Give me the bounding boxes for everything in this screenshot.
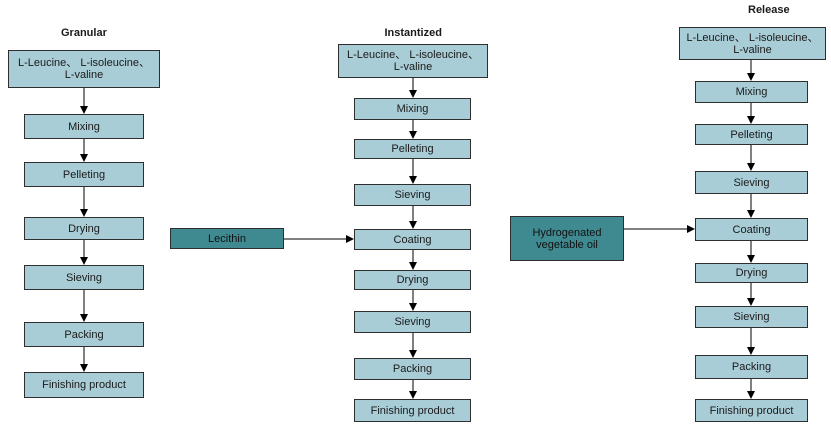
granular-step-drying: Drying: [24, 217, 144, 240]
granular-source-line2: L-valine: [64, 69, 104, 81]
release-step-sieving-2: Sieving: [695, 306, 808, 328]
granular-step-pelleting: Pelleting: [24, 162, 144, 187]
hydrogenated-oil-line1: Hydrogenated: [532, 226, 602, 239]
release-step-drying: Drying: [695, 263, 808, 283]
release-step-finishing: Finishing product: [695, 399, 808, 422]
hydrogenated-oil-line2: vegetable oil: [536, 238, 598, 251]
granular-source-box: L-Leucine、 L-isoleucine、 L-valine: [8, 50, 160, 88]
release-step-coating: Coating: [695, 218, 808, 241]
instantized-step-finishing: Finishing product: [354, 399, 471, 422]
instantized-step-packing: Packing: [354, 358, 471, 380]
granular-step-sieving: Sieving: [24, 265, 144, 290]
release-source-box: L-Leucine、 L-isoleucine、 L-valine: [679, 27, 826, 60]
instantized-source-line1: L-Leucine、 L-isoleucine、: [346, 49, 480, 61]
instantized-step-sieving: Sieving: [354, 184, 471, 206]
instantized-title: Instantized: [384, 27, 442, 39]
instantized-step-mixing: Mixing: [354, 98, 471, 120]
release-step-sieving: Sieving: [695, 171, 808, 194]
lecithin-box: Lecithin: [170, 228, 284, 249]
release-source-line1: L-Leucine、 L-isoleucine、: [686, 31, 819, 44]
release-step-packing: Packing: [695, 355, 808, 379]
instantized-source-box: L-Leucine、 L-isoleucine、 L-valine: [338, 44, 488, 78]
release-step-pelleting: Pelleting: [695, 124, 808, 145]
instantized-step-drying: Drying: [354, 270, 471, 290]
granular-step-mixing: Mixing: [24, 114, 144, 139]
granular-step-finishing: Finishing product: [24, 372, 144, 398]
release-step-mixing: Mixing: [695, 81, 808, 103]
instantized-step-pelleting: Pelleting: [354, 139, 471, 159]
instantized-step-coating: Coating: [354, 229, 471, 250]
release-source-line2: L-valine: [733, 43, 772, 56]
hydrogenated-oil-box: Hydrogenated vegetable oil: [510, 216, 624, 261]
granular-source-line1: L-Leucine、 L-isoleucine、: [17, 57, 151, 69]
granular-step-packing: Packing: [24, 322, 144, 347]
instantized-source-line2: L-valine: [393, 61, 433, 73]
release-title: Release: [748, 4, 790, 16]
instantized-step-sieving-2: Sieving: [354, 311, 471, 333]
granular-title: Granular: [61, 27, 107, 39]
